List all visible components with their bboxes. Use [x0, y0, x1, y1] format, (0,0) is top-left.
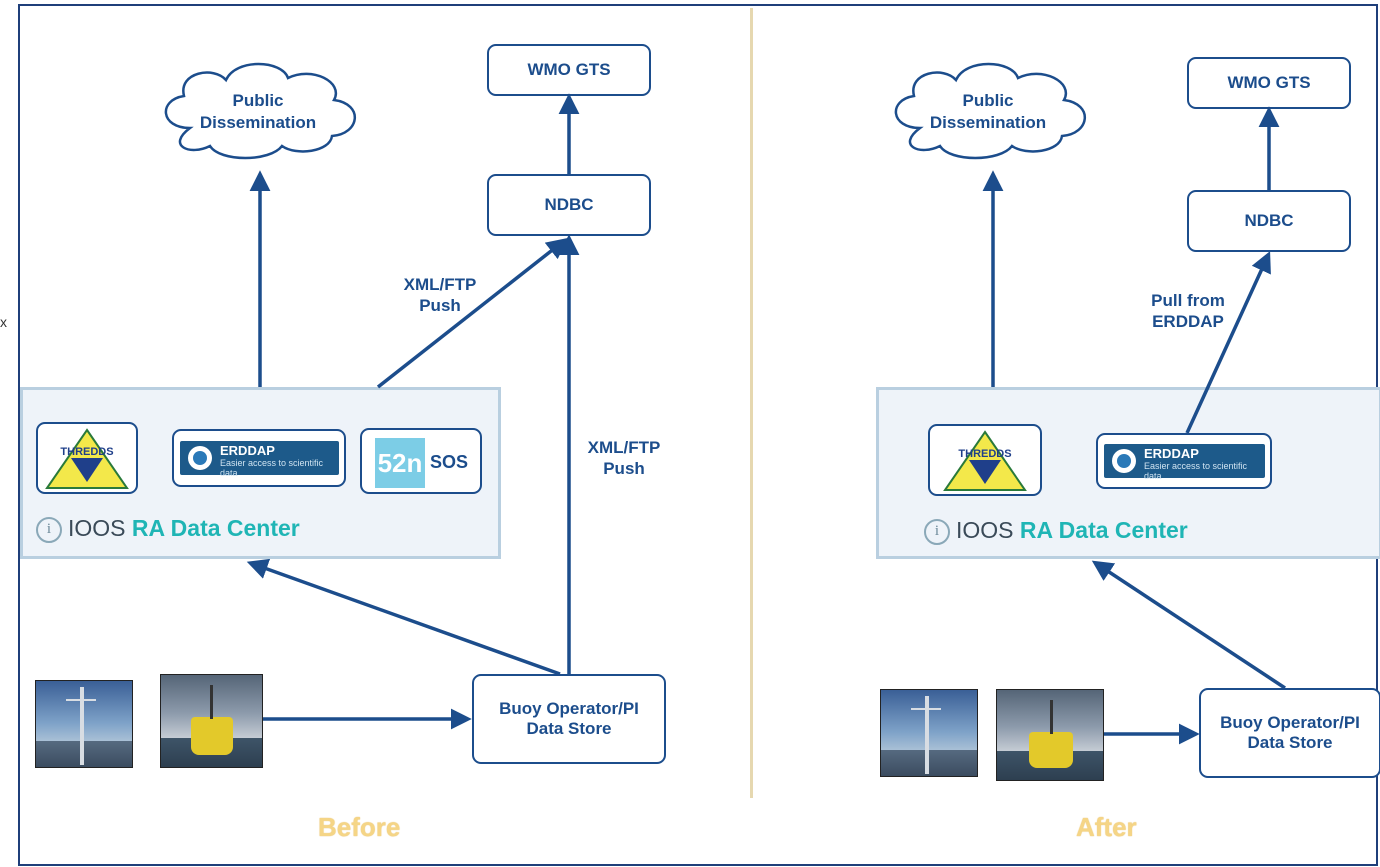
buoy-photo-mast-after [880, 689, 978, 777]
svg-text:THREDDS: THREDDS [958, 448, 1011, 460]
panel-divider [750, 8, 753, 798]
ndbc-box-before: NDBC [487, 174, 651, 236]
erddap-banner-after: ERDDAP Easier access to scientific data [1104, 444, 1265, 481]
cloud-label-before-line1: Public [232, 91, 283, 110]
arrow-ra-to-ndbc-before [376, 237, 568, 389]
ioos-ra-title-after: IOOS RA Data Center [924, 517, 1188, 545]
arrow-erddap-to-ndbc-after [1185, 251, 1271, 434]
arrow-buoy-to-ra-after [1091, 560, 1286, 690]
buoy-photo-yellow-after [996, 689, 1104, 781]
sos-label: SOS [430, 452, 469, 472]
ioos-ra-title-before: IOOS RA Data Center [36, 515, 300, 543]
ndbc-box-after: NDBC [1187, 190, 1351, 252]
erddap-banner-before: ERDDAP Easier access to scientific data [180, 441, 339, 478]
wmo-gts-box-before: WMO GTS [487, 44, 651, 96]
cloud-icon [894, 62, 1086, 160]
buoy-photo-yellow-before [160, 674, 263, 768]
svg-text:THREDDS: THREDDS [60, 446, 113, 458]
ioos-icon [924, 518, 950, 545]
thredds-icon: THREDDS [943, 430, 1027, 491]
stray-character: x [0, 314, 7, 330]
cloud-label-after-line2: Dissemination [930, 113, 1046, 132]
ioos-icon [36, 516, 62, 543]
cloud-label-before-line2: Dissemination [200, 113, 316, 132]
footer-after: After [1076, 812, 1137, 842]
footer-before: Before [318, 812, 401, 842]
thredds-icon: THREDDS [45, 428, 129, 489]
cloud-icon [164, 62, 356, 160]
cloud-label-after-line1: Public [962, 91, 1013, 110]
52north-badge-icon: 52n [375, 438, 425, 488]
noaa-seal-icon [188, 446, 212, 470]
buoy-photo-mast-before [35, 680, 133, 768]
noaa-seal-icon [1112, 449, 1136, 473]
arrow-buoy-to-ra-before [246, 558, 561, 676]
wmo-gts-box-after: WMO GTS [1187, 57, 1351, 109]
